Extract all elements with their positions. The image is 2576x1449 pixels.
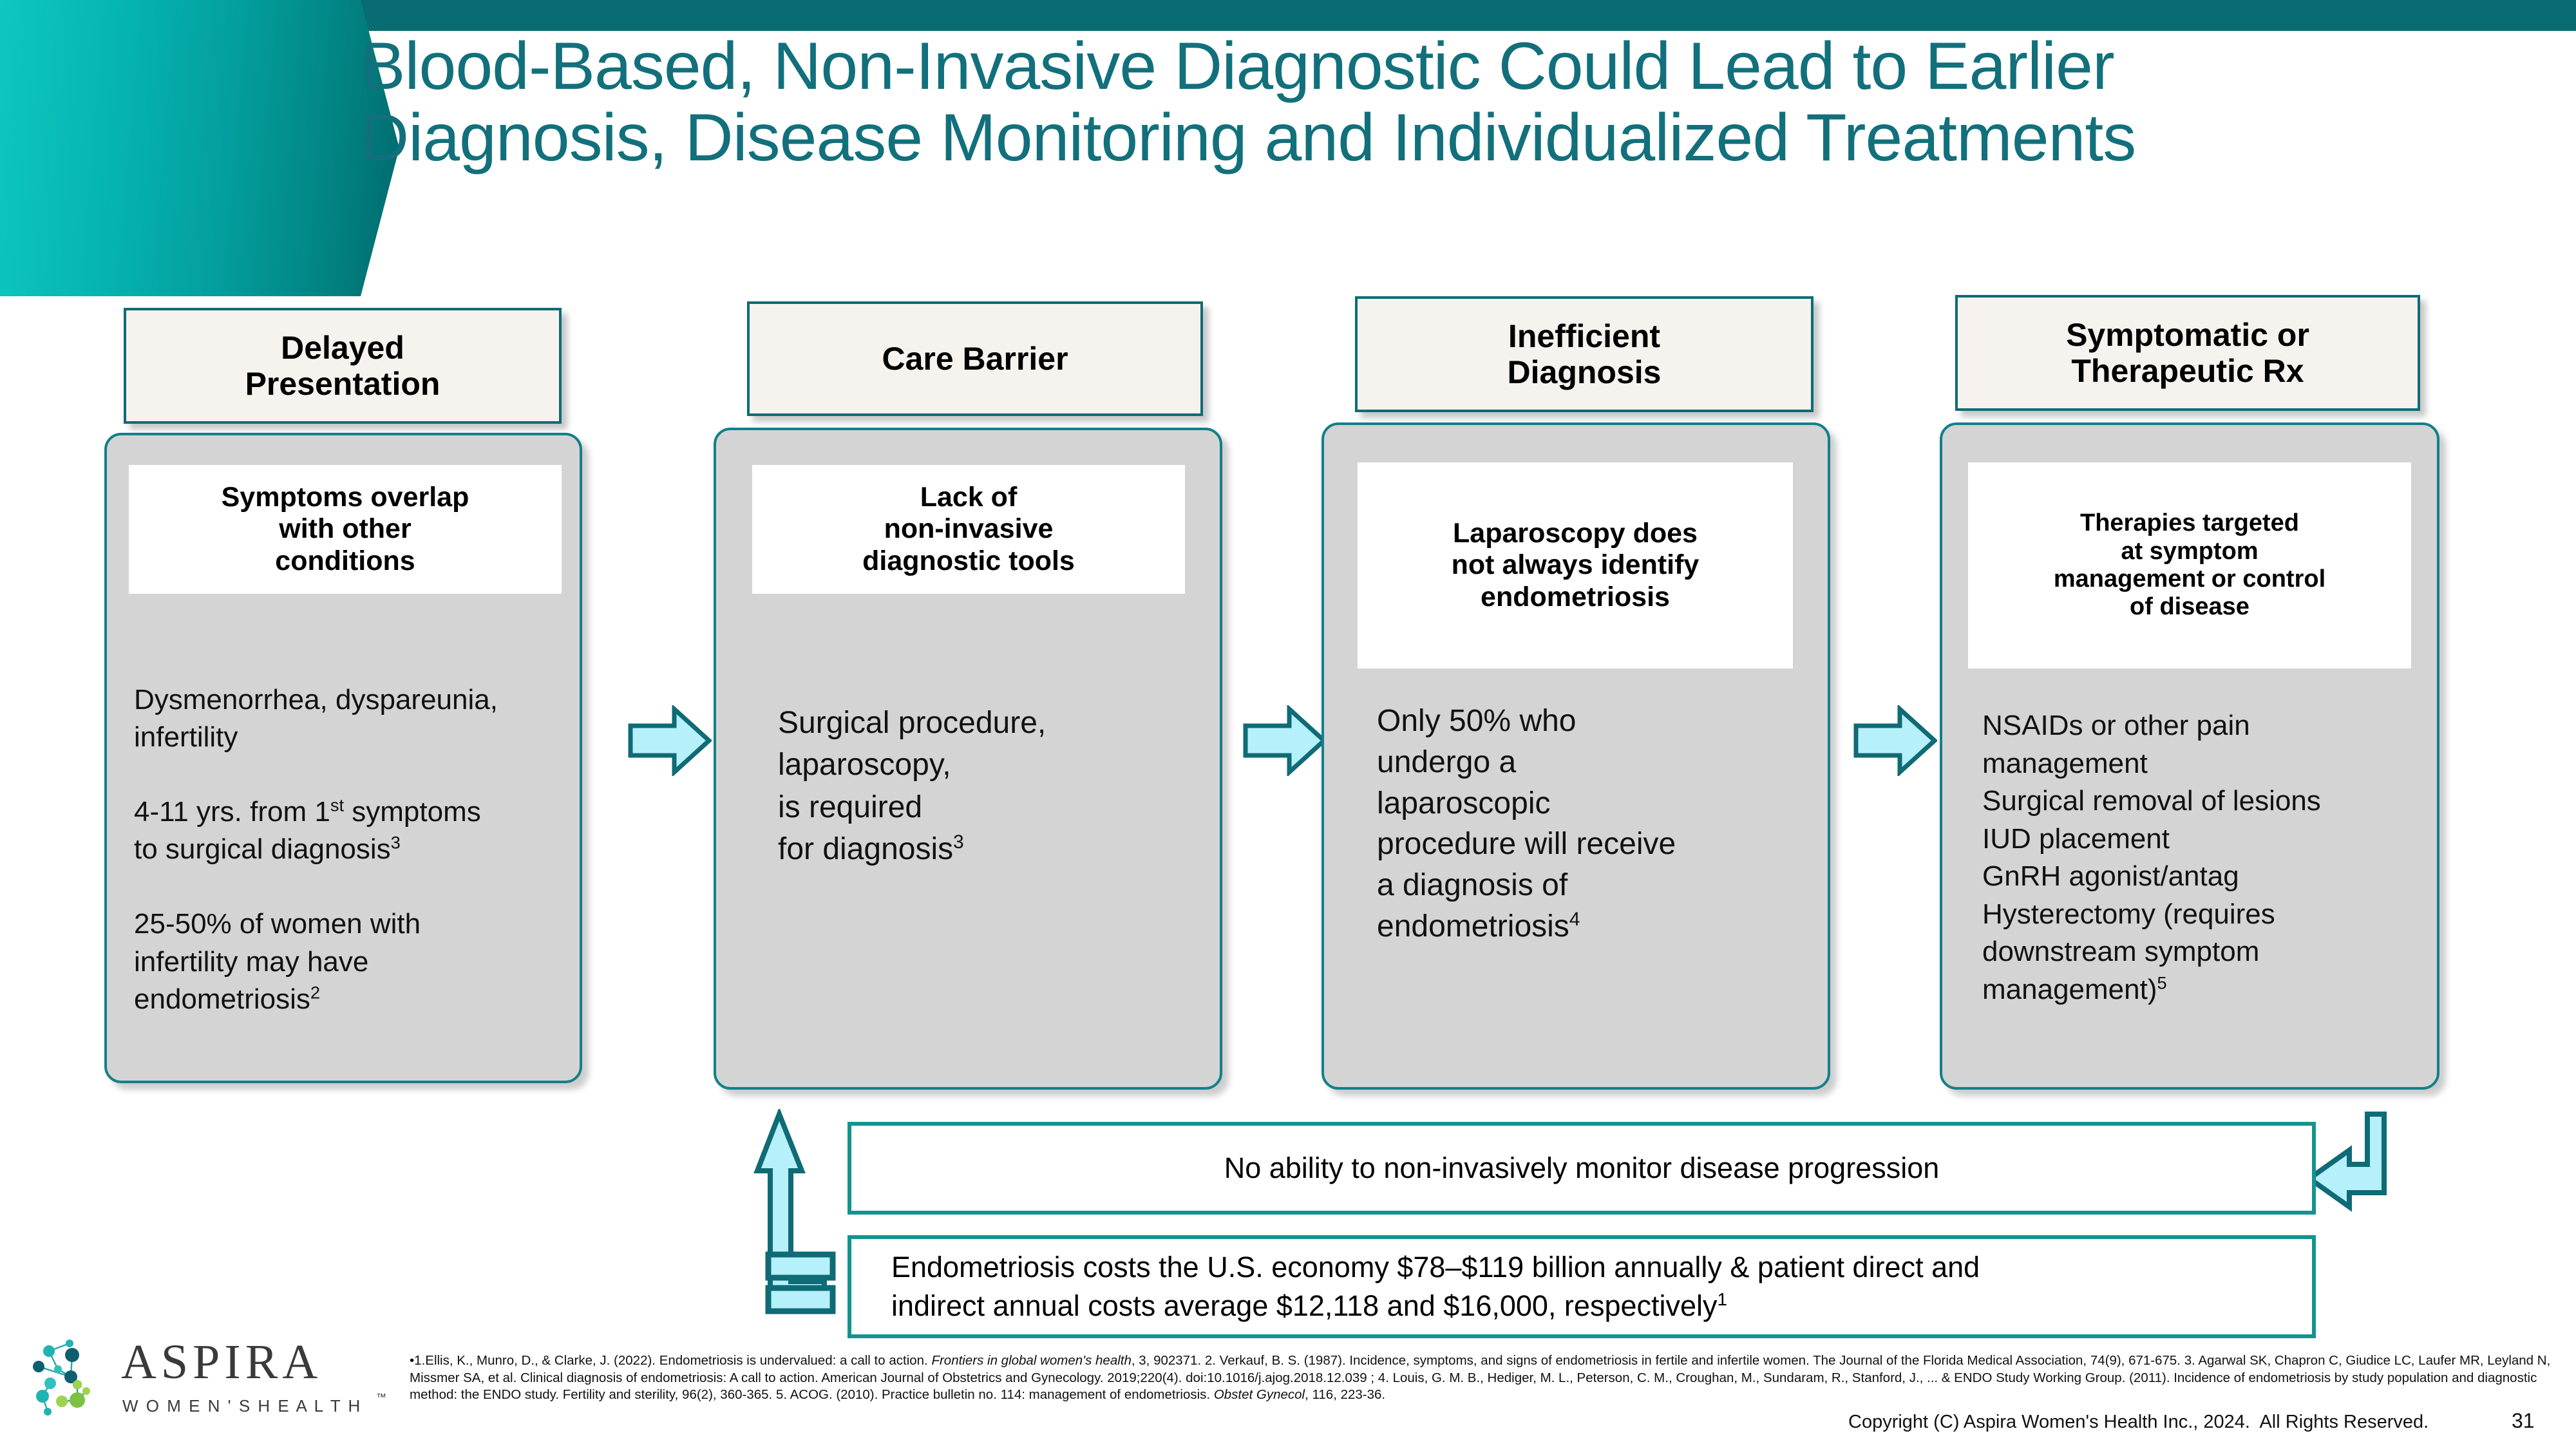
monitor-callout-text: No ability to non-invasively monitor dis… [1224,1151,1940,1184]
page-title: Blood-Based, Non-Invasive Diagnostic Cou… [361,29,2136,176]
aspira-molecule-icon [33,1340,90,1416]
page-number: 31 [2512,1409,2535,1432]
header-chevron-shape [0,0,399,296]
cost-callout-text: Endometriosis costs the U.S. economy $78… [891,1250,1980,1322]
column-cap-2: Care Barrier [747,301,1203,416]
aspira-logo-tm: ™ [376,1392,386,1403]
aspira-logo-tagline: W O M E N ' S H E A L T H [122,1396,362,1416]
equals-bars-icon [765,1251,836,1314]
flow-arrow-3-icon [1853,705,1937,776]
copyright-text: Copyright (C) Aspira Women's Health Inc.… [1848,1412,2429,1432]
cost-callout-box: Endometriosis costs the U.S. economy $78… [848,1235,2316,1338]
aspira-logo-wordmark: ASPIRA [121,1335,323,1389]
column-body-2: Surgical procedure,laparoscopy,is requir… [778,706,1046,866]
monitor-callout-box: No ability to non-invasively monitor dis… [848,1122,2316,1215]
flow-arrow-2-icon [1243,705,1327,776]
aspira-logo: ASPIRA W O M E N ' S H E A L T H ™ [18,1320,392,1436]
header-top-bar [361,0,2576,31]
flow-arrow-1-icon [628,705,712,776]
return-arrow-right-icon [2306,1112,2387,1212]
slide-header: Blood-Based, Non-Invasive Diagnostic Cou… [0,0,2576,296]
references-text: •1.Ellis, K., Munro, D., & Clarke, J. (2… [410,1353,2551,1403]
